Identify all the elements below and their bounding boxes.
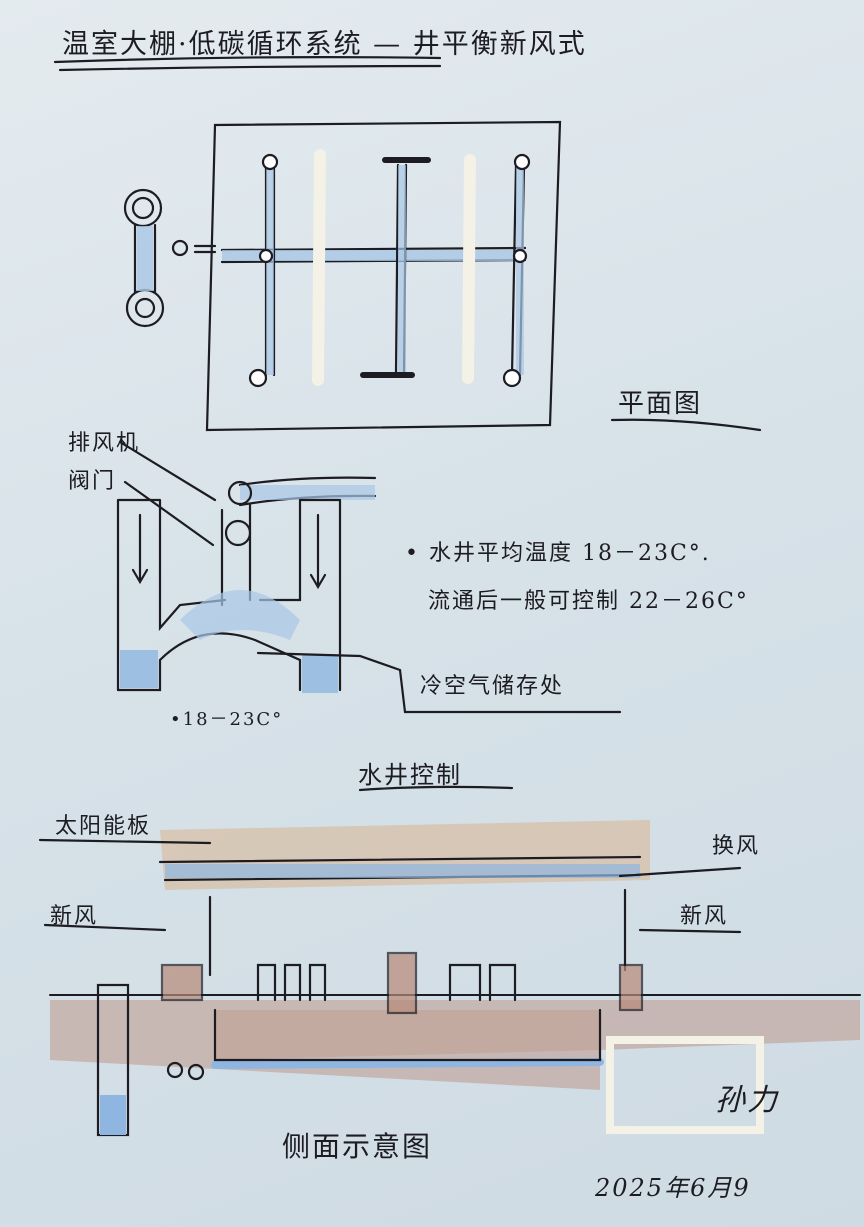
- well-control-caption: 水井控制: [358, 761, 462, 789]
- plan-view: [123, 120, 762, 432]
- plan-view-label: 平面图: [618, 389, 703, 419]
- signature-name: 孙力: [715, 1083, 779, 1118]
- fresh-air-right-label: 新风: [680, 904, 729, 929]
- title-underline: [53, 56, 442, 72]
- air-exchange-label: 换风: [712, 834, 761, 859]
- well-temp-label: •18－23C°: [170, 709, 284, 730]
- well-temp-note: • 水井平均温度 18－23C°.: [405, 541, 711, 566]
- exhaust-fan-label: 排风机: [68, 431, 141, 456]
- side-view: [38, 820, 861, 1137]
- page-title: 温室大棚·低碳循环系统 — 井平衡新风式: [62, 29, 587, 60]
- side-view-caption: 侧面示意图: [282, 1130, 433, 1163]
- valve-label: 阀门: [68, 469, 117, 494]
- cold-storage-label: 冷空气储存处: [420, 674, 565, 699]
- controlled-temp-note: 流通后一般可控制 22－26C°: [428, 589, 749, 614]
- fresh-air-left-label: 新风: [50, 904, 99, 929]
- solar-panel-label: 太阳能板: [55, 814, 152, 839]
- ventilation-section: [116, 440, 622, 792]
- signature-date: 2025年6月9: [595, 1174, 751, 1202]
